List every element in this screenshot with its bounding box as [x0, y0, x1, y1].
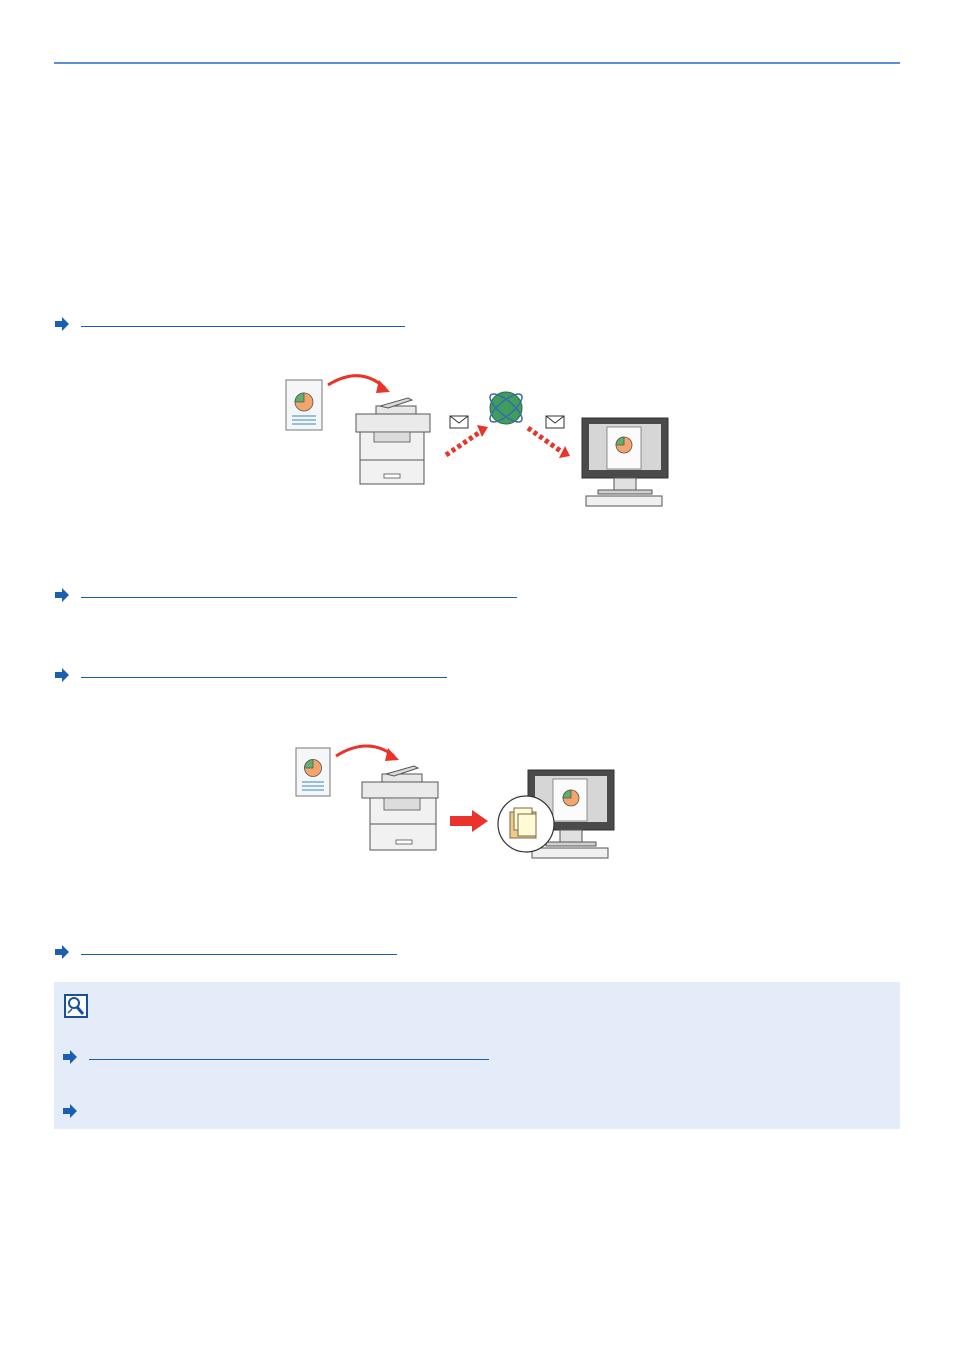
document-icon: [296, 748, 330, 796]
header-rule: [54, 62, 900, 64]
link-text: [54, 667, 55, 668]
link-underline: [89, 1059, 489, 1060]
curved-arrow-icon: [336, 746, 394, 756]
arrow-right-icon: [54, 944, 70, 960]
link-underline: [81, 677, 447, 678]
arrow-right-icon: [54, 667, 70, 683]
link-text: [62, 1049, 63, 1050]
link-underline: [81, 326, 405, 327]
dashed-arrow-icon: [446, 432, 480, 455]
link-text: [54, 316, 55, 317]
arrow-right-icon: [62, 1103, 78, 1119]
note-box: [54, 982, 900, 1129]
note-icon: [64, 994, 88, 1018]
link-underline: [81, 597, 517, 598]
send-email-diagram: [280, 370, 680, 515]
link-text: [54, 944, 55, 945]
printer-icon: [356, 398, 430, 484]
arrow-right-icon: [54, 316, 70, 332]
curved-arrow-icon: [328, 376, 385, 388]
document-icon: [286, 380, 322, 430]
globe-icon: [486, 390, 526, 426]
envelope-icon: [450, 416, 468, 428]
arrow-icon: [450, 810, 488, 832]
printer-icon: [362, 766, 438, 850]
envelope-icon: [546, 416, 564, 428]
monitor-icon: [582, 418, 668, 506]
arrow-right-icon: [62, 1049, 78, 1065]
arrow-right-icon: [54, 587, 70, 603]
link-text: [54, 587, 55, 588]
send-folder-diagram: [290, 738, 630, 863]
folder-icon: [498, 796, 554, 852]
dashed-arrow-icon: [528, 428, 562, 452]
link-text: [62, 1103, 63, 1104]
link-underline: [81, 954, 397, 955]
